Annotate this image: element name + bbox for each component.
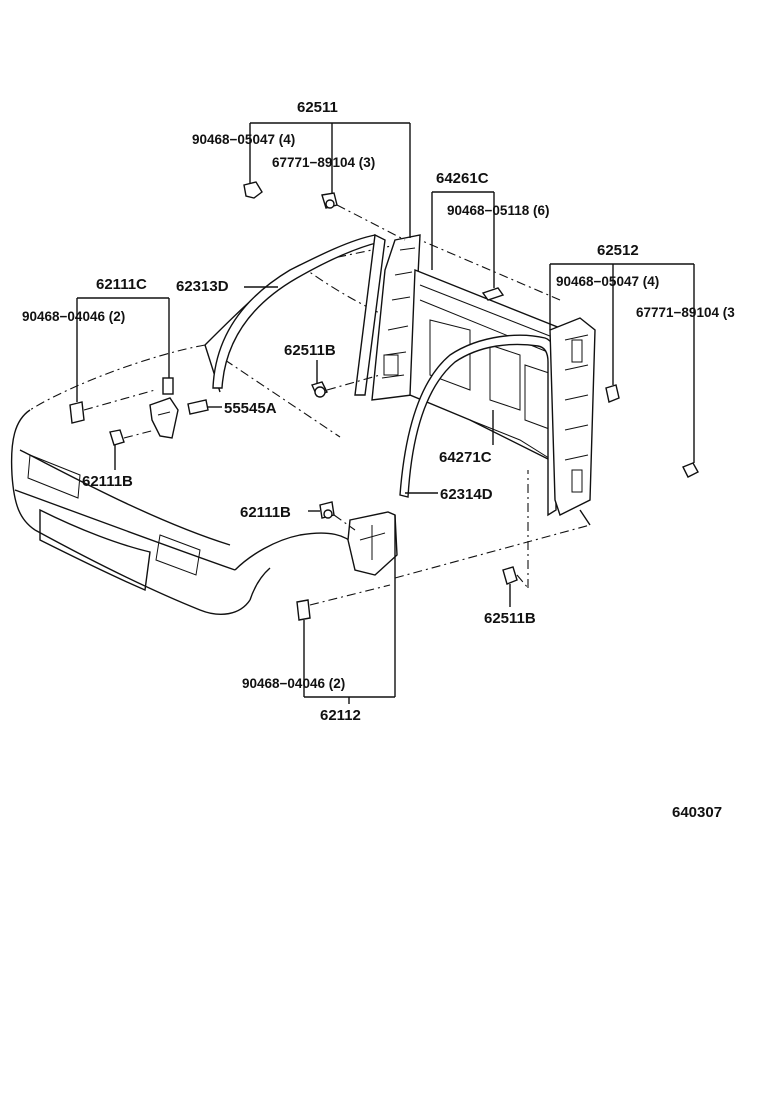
label-640307: 640307	[672, 804, 722, 821]
label-90468-05118: 90468−05118 (6)	[447, 203, 549, 218]
label-62314d: 62314D	[440, 486, 493, 503]
cowl-trim-62112	[347, 511, 398, 576]
leader-lines	[76, 122, 695, 704]
label-67771-89104-a: 67771−89104 (3)	[272, 155, 375, 170]
label-62511b-upper: 62511B	[284, 342, 336, 359]
label-64271c: 64271C	[439, 449, 492, 466]
label-90468-05047-a: 90468−05047 (4)	[192, 132, 295, 147]
weatherstrip-62313d	[212, 233, 386, 396]
label-90468-04046-b: 90468−04046 (2)	[242, 676, 345, 691]
label-62512: 62512	[597, 242, 639, 259]
label-62511: 62511	[297, 99, 338, 116]
part-labels: 62511 90468−05047 (4) 67771−89104 (3) 64…	[22, 99, 735, 821]
pillar-trim-62511	[371, 234, 421, 401]
label-62111b-left: 62111B	[82, 473, 133, 490]
label-64261c: 64261C	[436, 170, 489, 187]
label-62112: 62112	[320, 707, 361, 724]
weatherstrip-62314d	[399, 334, 557, 517]
pillar-trim-62512	[549, 317, 596, 516]
clips	[69, 181, 699, 621]
label-90468-04046-a: 90468−04046 (2)	[22, 309, 125, 324]
label-55545a: 55545A	[224, 400, 277, 417]
label-62313d: 62313D	[176, 278, 229, 295]
label-67771-89104-b: 67771−89104 (3	[636, 305, 735, 320]
label-62111c: 62111C	[96, 276, 147, 293]
label-62511b-lower: 62511B	[484, 610, 536, 627]
back-panel-64271c	[409, 268, 566, 467]
bracket-62111c	[149, 377, 179, 439]
label-90468-05047-b: 90468−05047 (4)	[556, 274, 659, 289]
label-62111b-middle: 62111B	[240, 504, 291, 521]
vehicle-body	[10, 239, 591, 616]
